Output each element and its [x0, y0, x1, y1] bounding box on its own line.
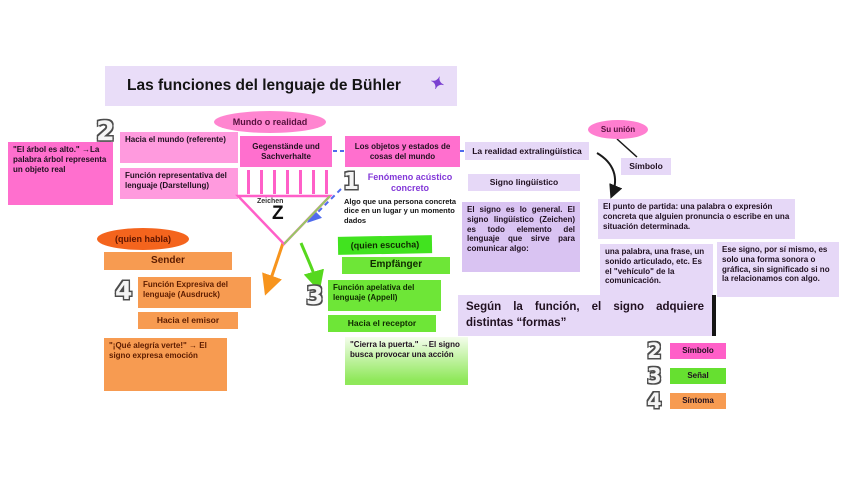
box-ejemplo-cierra-puerta: "Cierra la puerta." →El signo busca prov…: [345, 337, 468, 385]
box-ejemplo-arbol: "El árbol es alto." →La palabra árbol re…: [8, 142, 113, 205]
connection-lines: [247, 170, 329, 194]
box-empfanger: Empfänger: [342, 257, 450, 274]
box-funcion-representativa: Función representativa del lenguaje (Dar…: [120, 168, 238, 199]
label-fenomeno-acustico: Fenómeno acústico concreto: [367, 172, 453, 193]
box-objetos-estados: Los objetos y estados de cosas del mundo: [345, 136, 460, 167]
box-forma-simbolo: Símbolo: [670, 343, 726, 359]
cloud-quien-habla: (quien habla): [97, 228, 189, 250]
box-funcion-apelativa: Función apelativa del lenguaje (Appell): [328, 280, 441, 311]
box-el-signo-es-lo-general: El signo es lo general. El signo lingüís…: [462, 202, 580, 272]
box-forma-senal: Señal: [670, 368, 726, 384]
cloud-su-union: Su unión: [588, 120, 648, 139]
box-punto-de-partida: El punto de partida: una palabra o expre…: [598, 199, 795, 239]
number-1-sign: 1: [343, 169, 360, 195]
box-hacia-el-receptor: Hacia el receptor: [328, 315, 436, 332]
cloud-mundo-o-realidad: Mundo o realidad: [214, 111, 326, 133]
zeichen-z: Z: [272, 203, 284, 224]
zeichen-label: Zeichen: [257, 198, 284, 205]
box-forma-sintoma: Síntoma: [670, 393, 726, 409]
box-hacia-el-mundo: Hacia el mundo (referente): [120, 132, 238, 163]
box-hacia-el-emisor: Hacia el emisor: [138, 312, 238, 329]
box-vehiculo-comunicacion: una palabra, una frase, un sonido articu…: [600, 244, 713, 297]
number-2-simbolo: 2: [647, 339, 662, 363]
number-4-sintoma: 4: [647, 389, 662, 413]
box-gegenstande: Gegenstände und Sachverhalte: [240, 136, 332, 167]
box-signo-linguistico: Signo lingüístico: [468, 174, 580, 191]
box-sender: Sender: [104, 252, 232, 270]
number-3-receiver: 3: [306, 281, 324, 310]
box-funcion-expresiva: Función Expresiva del lenguaje (Ausdruck…: [138, 277, 251, 308]
number-2-world: 2: [96, 116, 115, 147]
text-algo-que-una-persona: Algo que una persona concreta dice en un…: [344, 197, 457, 225]
box-ejemplo-alegria: "¡Qué alegría verte!" → El signo expresa…: [104, 338, 227, 391]
box-simbolo-union: Símbolo: [621, 158, 671, 175]
number-4-sender: 4: [115, 276, 133, 305]
number-3-senal: 3: [647, 364, 662, 388]
zeichen-triangle: [235, 194, 333, 246]
box-realidad-extralinguistica: La realidad extralingüística: [465, 142, 589, 160]
page-title: Las funciones del lenguaje de Bühler: [105, 66, 457, 106]
box-segun-la-funcion: Según la función, el signo adquiere dist…: [458, 295, 716, 336]
highlight-quien-escucha: (quien escucha): [337, 235, 433, 255]
box-forma-sonora: Ese signo, por sí mismo, es solo una for…: [717, 242, 839, 297]
